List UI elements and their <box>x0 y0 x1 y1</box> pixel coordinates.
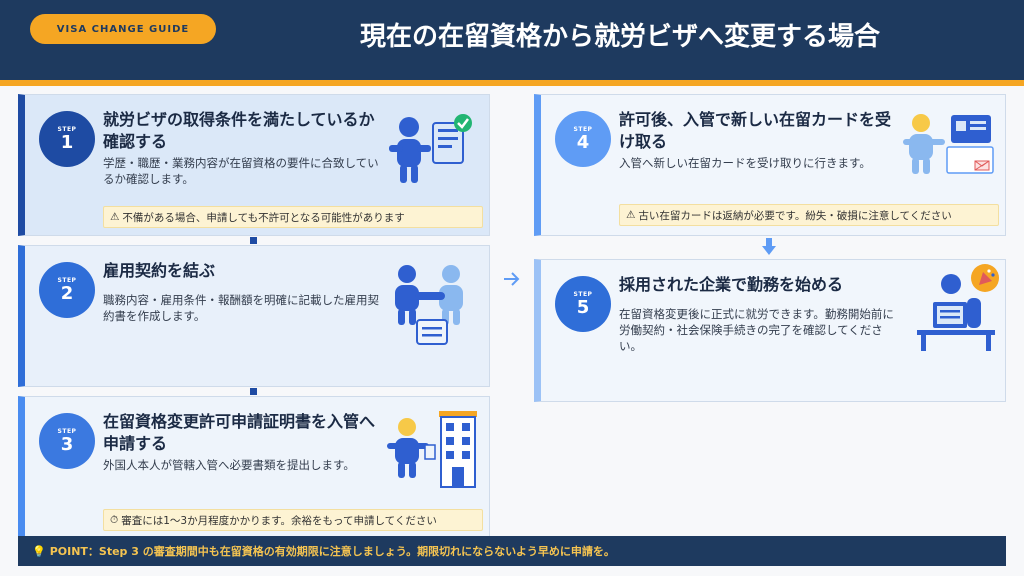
step-4-title: 許可後、入管で新しい在留カードを受け取る <box>619 110 892 151</box>
step-label: STEP <box>57 276 77 284</box>
timer-icon: ⏱ <box>110 513 119 526</box>
step-2-card: STEP 2 雇用契約を結ぶ 職務内容・雇用条件・報酬額を明確に記載した雇用契約… <box>18 245 490 387</box>
arrow-right-icon <box>504 272 520 286</box>
step-3-description: 外国人本人が管轄入管へ必要書類を提出します。 <box>103 458 355 472</box>
step-5-description: 在留資格変更後に正式に就労できます。勤務開始前に労働契約・社会保険手続きの完了を… <box>619 307 894 353</box>
person-card-icon <box>903 114 994 174</box>
step-2-badge: STEP 2 <box>39 262 95 318</box>
step-3-title: 在留資格変更許可申請証明書を入管へ申請する <box>103 412 376 453</box>
handshake-icon <box>395 265 463 345</box>
footer-point-bar: 💡 POINT：Step 3 の審査期間中も在留資格の有効期限に注意しましょう。… <box>18 536 1006 566</box>
connector-2-3 <box>250 388 257 395</box>
lightbulb-icon: 💡 <box>32 544 46 558</box>
connector-1-2 <box>250 237 257 244</box>
step-5-badge: STEP 5 <box>555 276 611 332</box>
person-building-icon <box>387 411 477 488</box>
footer-point-text: POINT：Step 3 の審査期間中も在留資格の有効期限に注意しましょう。期限… <box>49 545 615 558</box>
step-5-card: STEP 5 採用された企業で勤務を始める 在留資格変更後に正式に就労できます。… <box>534 259 1006 402</box>
step-1-title: 就労ビザの取得条件を満たしているか確認する <box>103 110 375 151</box>
step-label: STEP <box>57 427 77 435</box>
step-1-description: 学歴・職歴・業務内容が在留資格の要件に合致しているか確認します。 <box>103 156 379 186</box>
page-title: 現在の在留資格から就労ビザへ変更する場合 <box>359 22 880 52</box>
step-5-title: 採用された企業で勤務を始める <box>619 275 844 294</box>
step-3-badge: STEP 3 <box>39 413 95 469</box>
warning-icon: ⚠ <box>110 211 120 223</box>
warning-icon: ⚠ <box>626 209 636 221</box>
step-number: 5 <box>576 296 590 318</box>
step-number: 4 <box>576 131 590 153</box>
step-1-note: ⚠ 不備がある場合、申請しても不許可となる可能性があります <box>103 206 483 228</box>
step-4-note-text: 古い在留カードは返納が必要です。紛失・破損に注意してください <box>638 209 952 222</box>
step-1-badge: STEP 1 <box>39 111 95 167</box>
step-2-description: 職務内容・雇用条件・報酬額を明確に記載した雇用契約書を作成します。 <box>103 293 379 323</box>
step-4-description: 入管へ新しい在留カードを受け取りに行きます。 <box>619 156 871 170</box>
header-accent-line <box>0 80 1024 86</box>
person-desk-icon <box>917 264 999 351</box>
step-3-note: ⏱ 審査には1〜3か月程度かかります。余裕をもって申請してください <box>103 509 483 531</box>
step-3-card: STEP 3 在留資格変更許可申請証明書を入管へ申請する 外国人本人が管轄入管へ… <box>18 396 490 540</box>
step-label: STEP <box>573 290 593 298</box>
step-1-card: STEP 1 就労ビザの取得条件を満たしているか確認する 学歴・職歴・業務内容が… <box>18 94 490 236</box>
step-4-note: ⚠ 古い在留カードは返納が必要です。紛失・破損に注意してください <box>619 204 999 226</box>
step-4-badge: STEP 4 <box>555 111 611 167</box>
step-number: 1 <box>60 131 74 153</box>
step-number: 2 <box>60 282 74 304</box>
guide-label-pill: VISA CHANGE GUIDE <box>30 14 216 44</box>
step-1-note-text: 不備がある場合、申請しても不許可となる可能性があります <box>122 211 405 224</box>
step-3-note-text: 審査には1〜3か月程度かかります。余裕をもって申請してください <box>121 514 437 527</box>
step-number: 3 <box>60 433 74 455</box>
step-label: STEP <box>57 125 77 133</box>
step-2-title: 雇用契約を結ぶ <box>103 261 216 280</box>
person-checklist-icon <box>389 114 472 183</box>
step-4-card: STEP 4 許可後、入管で新しい在留カードを受け取る 入管へ新しい在留カードを… <box>534 94 1006 236</box>
arrow-down-icon <box>762 238 776 255</box>
step-label: STEP <box>573 125 593 133</box>
